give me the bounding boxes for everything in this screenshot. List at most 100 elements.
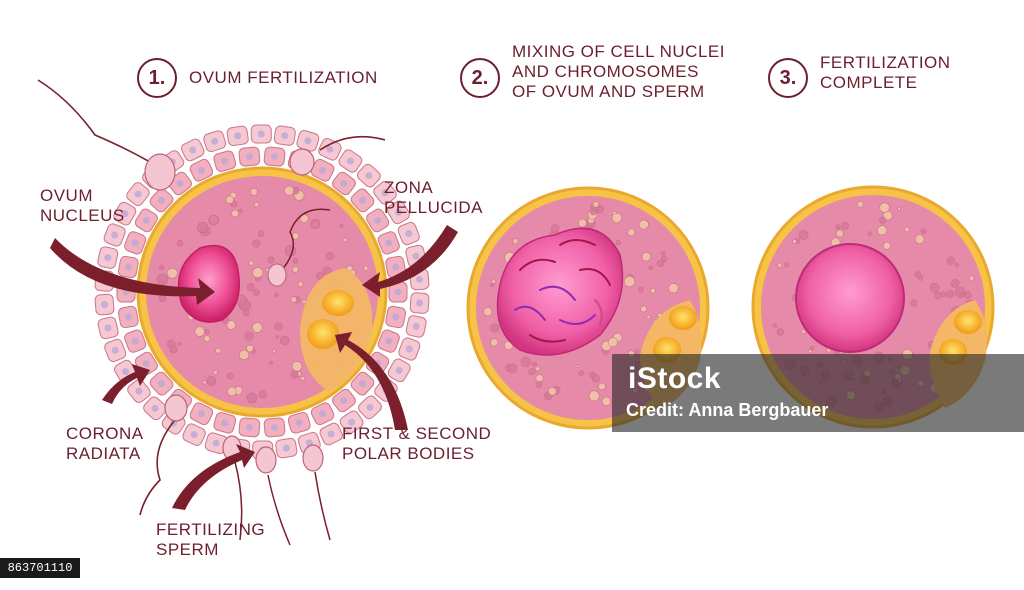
sperm-bottom-2 xyxy=(255,446,291,546)
corona-cell-nucleus xyxy=(245,423,253,431)
granule xyxy=(934,291,942,300)
granule xyxy=(490,338,499,347)
ovum-cell-1 xyxy=(94,124,430,460)
granule xyxy=(177,342,182,347)
corona-cell-nucleus xyxy=(151,404,159,412)
granule xyxy=(252,239,261,248)
granule xyxy=(914,234,925,244)
granule xyxy=(489,323,500,333)
corona-cell-nucleus xyxy=(365,172,373,180)
polar-body-1 xyxy=(322,290,354,316)
polar-body-3a xyxy=(954,310,982,334)
granule xyxy=(575,364,580,369)
granule xyxy=(808,349,813,354)
granule xyxy=(588,390,600,402)
step-1-number: 1. xyxy=(137,58,177,98)
granule xyxy=(507,363,518,374)
granule xyxy=(215,347,222,354)
watermark-credit: Credit: Anna Bergbauer xyxy=(626,400,829,420)
granule xyxy=(792,239,797,244)
granule xyxy=(946,256,955,265)
granule xyxy=(225,195,234,204)
corona-cell-nucleus xyxy=(245,153,253,161)
granule xyxy=(226,320,236,330)
granule xyxy=(592,201,600,208)
corona-cell-nucleus xyxy=(135,387,143,395)
corona-cell-nucleus xyxy=(131,239,139,247)
corona-cell-nucleus xyxy=(221,157,229,165)
corona-cell-nucleus xyxy=(282,444,290,452)
granule xyxy=(611,212,623,224)
annotation-arrows xyxy=(50,225,458,510)
granule xyxy=(257,230,265,237)
granule xyxy=(208,214,220,226)
corona-cell-nucleus xyxy=(394,208,402,216)
sperm-bottom-left xyxy=(139,394,188,516)
stock-id-badge: 863701110 xyxy=(0,558,80,578)
granule xyxy=(801,329,806,334)
granule xyxy=(531,361,537,367)
corona-cell-nucleus xyxy=(157,380,165,388)
granule xyxy=(248,260,254,266)
granule xyxy=(290,370,299,379)
step-2-number: 2. xyxy=(460,58,500,98)
step-3-text: FERTILIZATION COMPLETE xyxy=(820,53,951,92)
granule xyxy=(302,299,307,304)
granule xyxy=(548,387,557,396)
granule xyxy=(627,228,636,237)
granule xyxy=(226,386,237,397)
corona-cell-nucleus xyxy=(304,137,312,145)
granule xyxy=(238,349,250,361)
corona-cell-nucleus xyxy=(359,380,367,388)
corona-cell-nucleus xyxy=(271,153,279,161)
granule xyxy=(598,382,606,391)
arrow-fertilizing-sperm xyxy=(172,444,255,510)
sperm-top-right xyxy=(289,135,386,176)
sperm-bottom-3 xyxy=(302,444,331,541)
granule xyxy=(641,252,652,262)
corona-cell-nucleus xyxy=(394,288,402,296)
granule xyxy=(656,259,665,268)
granule xyxy=(615,239,621,246)
stock-watermark: iStock Credit: Anna Bergbauer xyxy=(612,354,1024,432)
corona-cell-nucleus xyxy=(211,137,219,145)
granule xyxy=(946,290,955,299)
granule xyxy=(914,271,921,278)
corona-cell-nucleus xyxy=(395,366,403,374)
granule xyxy=(291,361,303,372)
granule xyxy=(231,209,239,218)
arrow-corona-radiata xyxy=(102,364,150,404)
granule xyxy=(950,279,960,288)
granule xyxy=(342,237,348,243)
granule xyxy=(879,216,887,224)
granule xyxy=(777,262,783,268)
granule xyxy=(242,309,250,317)
corona-cell-nucleus xyxy=(305,439,313,447)
granule xyxy=(578,370,585,377)
granule xyxy=(520,356,531,368)
granule xyxy=(650,287,656,294)
granule xyxy=(300,376,305,381)
granule xyxy=(879,202,890,213)
corona-cell-nucleus xyxy=(405,345,413,353)
granule xyxy=(267,256,275,264)
corona-cell-nucleus xyxy=(176,179,184,187)
granule xyxy=(246,392,258,404)
granule xyxy=(772,323,778,328)
corona-cell-nucleus xyxy=(319,166,327,174)
corona-cell-nucleus xyxy=(326,145,334,153)
corona-cell-nucleus xyxy=(212,439,220,447)
granule xyxy=(238,208,243,214)
granule xyxy=(550,224,560,233)
corona-cell-nucleus xyxy=(121,210,129,218)
corona-cell-nucleus xyxy=(340,179,348,187)
granule xyxy=(835,229,844,238)
corona-cell-nucleus xyxy=(359,196,367,204)
sperm-top-left xyxy=(37,79,176,191)
granule xyxy=(204,328,210,335)
granule xyxy=(246,282,255,292)
granule xyxy=(275,335,280,339)
granule xyxy=(292,266,299,273)
granule xyxy=(253,201,260,208)
granule xyxy=(535,374,544,383)
